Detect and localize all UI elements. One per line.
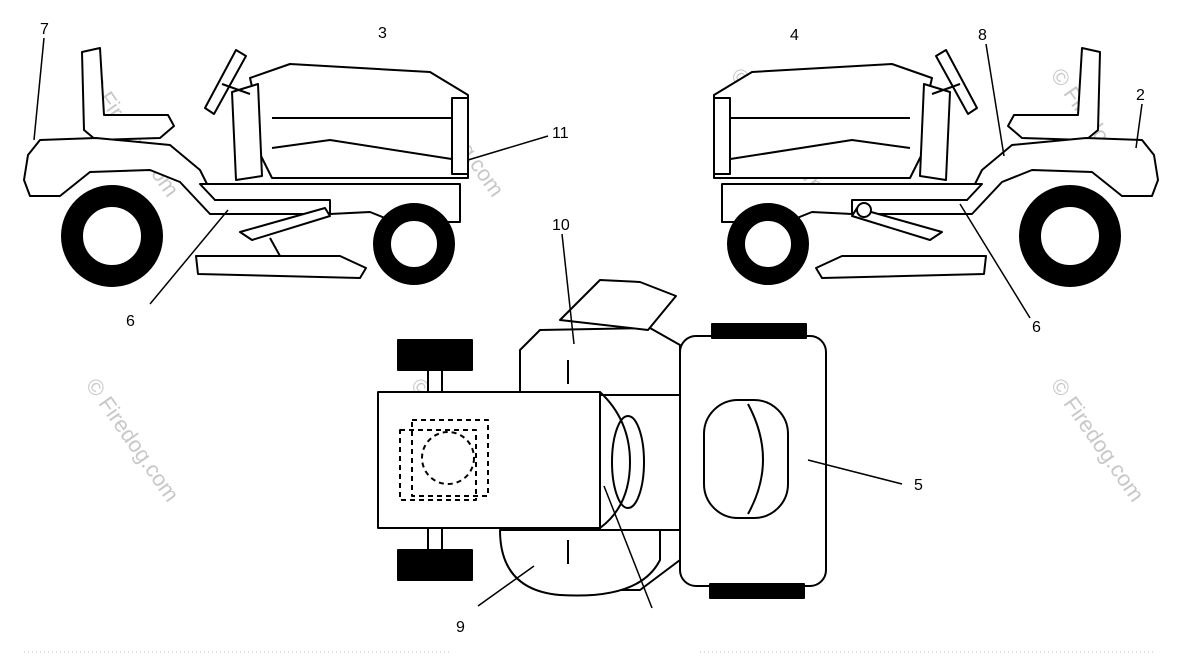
hood-front-panel-right (713, 97, 731, 175)
front-wheel-top-lower (709, 583, 805, 599)
callout-7: 7 (40, 21, 49, 38)
rear-wheel-top-upper (397, 339, 473, 371)
rear-fender-right-view (851, 137, 1159, 215)
front-wheel-top-upper (711, 323, 807, 339)
steering-wheel-right-view (935, 49, 978, 115)
callout-labels: 7 3 11 6 4 8 2 6 10 5 9 (40, 21, 1145, 636)
leader-lines (33, 37, 1143, 609)
steering-top-view (611, 415, 645, 509)
hood-left-view (249, 63, 469, 179)
tractor-left-side-view (23, 47, 469, 287)
hood-right-view (713, 63, 933, 179)
hood-vent (703, 399, 789, 519)
callout-2: 2 (1136, 87, 1145, 104)
callout-9: 9 (456, 619, 465, 636)
callout-4: 4 (790, 27, 799, 44)
callout-8: 8 (978, 27, 987, 44)
tractor-top-view (377, 279, 827, 599)
callout-6-left: 6 (126, 313, 135, 330)
deck-top-view (499, 529, 661, 597)
hood-front-panel (451, 97, 469, 175)
rear-body-top-view (377, 391, 601, 529)
watermark-8: © Firedog.com (1046, 374, 1149, 507)
discharge-chute (559, 279, 677, 331)
steering-wheel-left-view (204, 49, 247, 115)
callout-11: 11 (552, 125, 569, 142)
seat-left-view (81, 47, 175, 141)
rear-wheel-top-lower (397, 549, 473, 581)
callout-6-right: 6 (1032, 319, 1041, 336)
callout-3: 3 (378, 25, 387, 42)
callout-5: 5 (914, 477, 923, 494)
tractor-right-side-view (713, 47, 1159, 287)
mower-deck-right-view (815, 255, 987, 279)
watermark-5: © Firedog.com (81, 374, 184, 507)
callout-10: 10 (552, 217, 570, 234)
seat-right-view (1007, 47, 1101, 141)
mower-deck-left-view (195, 255, 367, 279)
rear-fender-left-view (23, 137, 331, 215)
fender-top-upper (519, 327, 681, 396)
